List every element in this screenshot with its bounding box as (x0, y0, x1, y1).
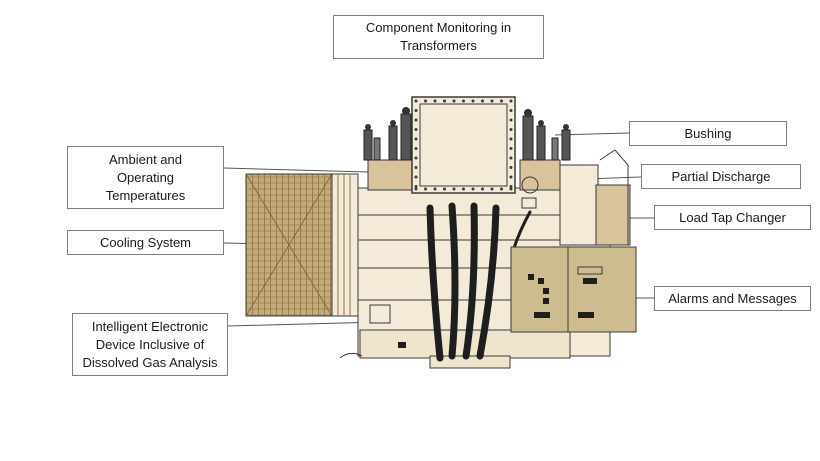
rivet (424, 99, 427, 103)
leader-ambient (223, 167, 369, 173)
rivet (481, 99, 484, 103)
diagram-title: Component Monitoring in Transformers (333, 15, 544, 59)
rivet (509, 128, 513, 131)
rivet (509, 137, 513, 141)
label-ambient-text: Ambient and Operating Temperatures (105, 151, 186, 203)
label-bushing: Bushing (629, 121, 787, 146)
bushings-left (363, 107, 412, 161)
rivet (414, 128, 418, 131)
rivet (424, 187, 427, 191)
rivet (500, 99, 503, 103)
rivet (509, 109, 513, 112)
rivet (481, 187, 484, 191)
rivet (414, 109, 418, 112)
rivet (500, 187, 503, 191)
diagram-title-text: Component Monitoring in Transformers (365, 20, 512, 53)
rivet (462, 187, 465, 191)
label-alarms-messages: Alarms and Messages (654, 286, 811, 311)
rivet (443, 187, 446, 191)
rivet (414, 99, 418, 103)
rivet (509, 147, 513, 150)
rivet (433, 99, 437, 103)
label-ambient-temperatures: Ambient and Operating Temperatures (67, 146, 224, 209)
rivet (443, 99, 446, 103)
label-ied-text: Intelligent Electronic Device Inclusive … (82, 318, 218, 370)
label-bushing-text: Bushing (684, 125, 732, 141)
rivet (462, 99, 465, 103)
label-partial-discharge: Partial Discharge (641, 164, 801, 189)
label-load-tap-changer: Load Tap Changer (654, 205, 811, 230)
rivet (509, 185, 513, 188)
rivet (471, 99, 475, 103)
label-ied: Intelligent Electronic Device Inclusive … (72, 313, 228, 376)
rivet (414, 118, 418, 122)
rivet (490, 187, 494, 191)
leader-ied (227, 321, 381, 327)
top-cover (367, 96, 561, 194)
rivet (452, 99, 456, 103)
bushings-right (522, 109, 571, 161)
rivet (414, 187, 418, 191)
rivet (509, 156, 513, 160)
radiator-bank (245, 173, 359, 317)
rivet (509, 99, 513, 103)
rivet (490, 99, 494, 103)
rivet (509, 175, 513, 179)
rivet (414, 185, 418, 188)
rivet (509, 118, 513, 122)
cover-rivets (414, 99, 513, 191)
rivet (414, 175, 418, 179)
rivet (433, 187, 437, 191)
rivet (414, 166, 418, 169)
rivet (509, 166, 513, 169)
rivet (471, 187, 475, 191)
rivet (414, 137, 418, 141)
label-load-tap-changer-text: Load Tap Changer (679, 209, 786, 225)
rivet (414, 147, 418, 150)
cables (426, 202, 532, 362)
control-cabinet (369, 246, 637, 348)
label-alarms-text: Alarms and Messages (668, 290, 797, 306)
rivet (452, 187, 456, 191)
label-cooling-system: Cooling System (67, 230, 224, 255)
load-tap-changer-unit (521, 149, 631, 246)
label-cooling-text: Cooling System (99, 234, 192, 250)
rivet (509, 187, 513, 191)
label-partial-discharge-text: Partial Discharge (671, 168, 771, 184)
rivet (414, 156, 418, 160)
